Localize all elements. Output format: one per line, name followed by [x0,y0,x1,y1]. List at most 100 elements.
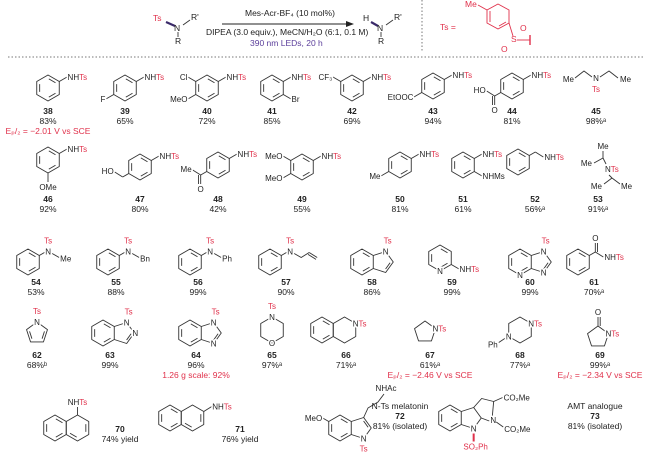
compound-yield: 80% [131,204,149,214]
compound-number: 57 [281,277,291,287]
compound-number: 38 [43,106,53,116]
double-bond [48,92,56,98]
double-bond [170,408,178,414]
atom-label: NHTs [322,152,342,161]
compound-number: 43 [428,106,438,116]
compound-note: 1.26 g scale: 92% [162,370,230,380]
bond [51,253,60,258]
product-r-prime: R' [394,12,402,22]
atom-label: EtOOC [388,93,414,102]
ring [16,248,40,276]
bond [474,171,483,177]
atom-label: Ts [33,307,41,316]
ring [438,404,462,432]
bond [494,92,501,97]
bond [451,264,460,270]
compound-note: Eₚ/₂ = −2.01 V vs SCE [5,126,91,136]
double-bond [108,266,116,272]
bond [589,251,596,256]
ring [65,414,90,442]
compound-number: 62 [32,350,42,360]
double-bond [463,169,471,175]
atom-label: NTs [605,165,619,174]
atom-label: N [517,271,523,280]
bond [495,421,504,428]
compound-note: Eₚ/₂ = −2.34 V vs SCE [557,370,643,380]
atom-label: Ts [44,237,52,246]
compound-yield: 81% (isolated) [567,421,623,431]
ring [260,74,284,102]
arrow-head [346,21,354,27]
bond [187,94,196,100]
double-bond [578,266,586,272]
double-bond [512,90,520,96]
compound-number: 65 [267,350,277,360]
ts-oxygen-1: O [501,44,508,54]
atom-label: HO [474,86,486,95]
compound-number: 46 [43,194,53,204]
compound-number: 51 [458,194,468,204]
compound-yield: 76% yield [221,434,259,444]
compound-number: 69 [595,350,605,360]
atom-label: N [45,248,51,257]
atom-label: MeO [265,174,282,183]
double-bond [213,333,219,341]
compound-yield: 65% [116,116,134,126]
compound-number: 44 [507,106,517,116]
compound-yield: 81% (isolated) [372,421,428,431]
double-bond [322,334,330,340]
double-bond [400,169,408,175]
double-bond [207,78,215,84]
bond [477,4,488,11]
atom-label: N [361,435,367,444]
five-ring [114,322,135,344]
atom-label: N [211,340,217,349]
compound-yield: 68%ᵇ [26,360,48,370]
ring [258,248,282,276]
double-bond [28,252,36,258]
double-bond [270,266,278,272]
bond [229,153,238,159]
conditions-label: DIPEA (3.0 equiv.), MeCN/H₂O (6:1, 0.1 M… [206,27,369,37]
compound-name: N-Ts melatonin [371,401,429,411]
double-bond [126,333,132,341]
compound-yield: 86% [363,287,381,297]
bond [608,174,613,179]
bond [599,70,619,79]
ring [206,151,230,179]
compound-yield: 88% [107,287,125,297]
atom-label: NHTs [372,73,392,82]
compound-name: AMT analogue [567,401,623,411]
atom-label: Ts [286,237,294,246]
compound-yield: 53% [27,287,45,297]
wedge-bond [165,20,176,28]
ring [508,248,532,276]
double-bond [190,323,198,329]
bond [119,251,127,256]
ts-oxygen-2: O [520,23,527,33]
compound-yield: 81% [391,204,409,214]
bond [411,153,420,159]
atom-label: N [471,425,477,434]
atom-label: Ts [212,308,220,317]
double-bond [322,320,330,326]
double-bond [140,171,148,177]
atom-label: Me [591,182,603,191]
atom-label: N [437,267,443,276]
compound-number: 48 [213,194,223,204]
atom-label: SO₂Ph [463,443,487,452]
double-bond [543,262,549,270]
atom-label: NHTs [532,71,552,80]
atom-label: Ts [592,85,600,94]
reactant-r-prime: R' [191,12,199,22]
compound-yield: 74% yield [101,434,139,444]
double-bond [433,90,441,96]
atom-label: NHTs [604,253,624,262]
bond [200,171,207,176]
